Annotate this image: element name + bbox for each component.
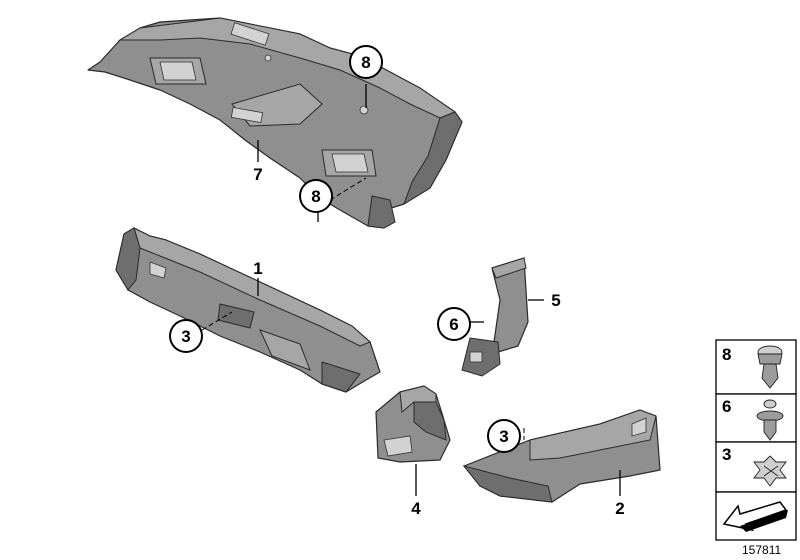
part-2-air-duct	[462, 409, 661, 503]
leader-3-left	[201, 311, 233, 331]
orientation-arrow-icon	[722, 501, 788, 532]
callout-8-top-text: 8	[361, 53, 370, 72]
legend-number-3: 3	[722, 445, 731, 464]
callout-3-right-text: 3	[499, 427, 508, 446]
callout-6: 6	[437, 307, 471, 341]
label-2: 2	[615, 499, 624, 518]
callout-8-mid-text: 8	[311, 187, 320, 206]
label-1: 1	[253, 259, 262, 278]
callout-8-mid: 8	[299, 179, 333, 213]
part-4-support-block	[375, 385, 451, 463]
callout-3-left-text: 3	[181, 327, 190, 346]
label-4: 4	[411, 499, 421, 518]
legend-number-6: 6	[722, 397, 731, 416]
fastener-legend: 8 6 3	[715, 339, 797, 541]
callout-3-right: 3	[487, 419, 521, 453]
part-1-trim-panel	[115, 227, 381, 393]
label-5: 5	[551, 291, 560, 310]
callout-6-text: 6	[449, 315, 458, 334]
reference-number: 157811	[742, 543, 781, 557]
part-5-bracket	[461, 257, 529, 377]
label-7: 7	[253, 165, 262, 184]
push-rivet-large-icon	[757, 345, 783, 389]
legend-cell-8	[715, 339, 797, 395]
part-7-parcel-shelf	[87, 17, 463, 229]
leader-8-mid	[329, 177, 367, 201]
callout-8-top: 8	[349, 45, 383, 79]
star-nut-icon	[753, 455, 787, 487]
push-rivet-small-icon	[756, 399, 784, 441]
callout-3-left: 3	[169, 319, 203, 353]
legend-number-8: 8	[722, 345, 731, 364]
legend-cell-6	[715, 393, 797, 443]
